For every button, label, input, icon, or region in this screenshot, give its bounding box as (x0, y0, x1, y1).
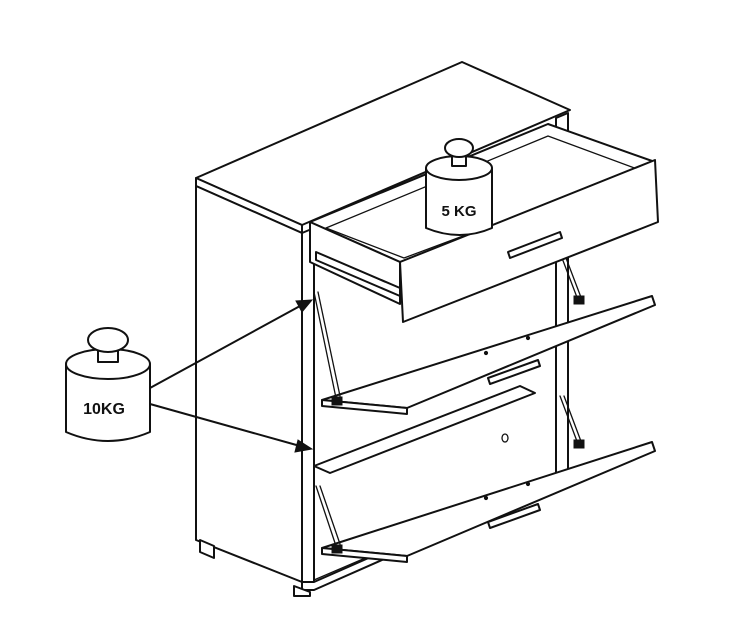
upper-shoe-flap (313, 257, 656, 415)
arrow-upper-head (295, 299, 314, 313)
drawer-weight-knob (444, 138, 474, 158)
upper-flap-screw-1 (483, 350, 489, 356)
upper-hinge-right (573, 295, 585, 305)
lower-flap-handle (487, 503, 541, 529)
upper-hinge-left (331, 396, 343, 406)
cabinet-foot-left (199, 539, 215, 559)
flap-weight-knob (87, 327, 129, 353)
cabinet-left-front-edge (301, 227, 315, 583)
lower-flap-strut-right-2 (563, 395, 583, 445)
cabinet-left-side (195, 185, 303, 583)
drawer-runner-track (329, 257, 386, 283)
lower-flap-screw-1 (483, 495, 489, 501)
lower-hinge-left (331, 544, 343, 554)
upper-flap-screw-2 (525, 335, 531, 341)
lower-flap-edge (321, 547, 408, 563)
flap-weight-label: 10KG (83, 401, 125, 418)
flap-weight-body (65, 363, 151, 442)
arrow-lower-head (294, 439, 314, 453)
upper-flap-handle (487, 359, 541, 385)
upper-flap-strut-left (313, 291, 337, 399)
cabinet-shelf (313, 385, 536, 474)
load-arrows (149, 299, 314, 453)
drawer-front (399, 159, 659, 323)
upper-flap-panel (321, 295, 656, 409)
upper-flap-strut-right-2 (565, 257, 583, 301)
drawer-weight-body (425, 167, 493, 236)
upper-flap-strut-right (561, 257, 579, 301)
drawer-weight-label: 5 KG (441, 203, 476, 220)
drawer-weight: 5 KG (425, 138, 493, 236)
drawer (309, 123, 659, 323)
drawer-handle (507, 231, 563, 259)
lower-shoe-flap (315, 395, 656, 563)
upper-flap-strut-left-2 (317, 291, 341, 397)
lower-flap-strut-right (559, 395, 579, 445)
lower-flap-strut-left (315, 485, 337, 547)
upper-flap-edge (321, 399, 408, 415)
arrow-upper-line (149, 305, 301, 389)
cabinet-foot-front (293, 585, 311, 597)
lower-hinge-right (573, 439, 585, 449)
lower-flap-panel (321, 441, 656, 557)
arrow-lower-line (149, 403, 301, 447)
lower-flap-screw-2 (525, 481, 531, 487)
flap-weight: 10KG (65, 327, 151, 442)
back-panel-hole (501, 433, 509, 443)
lower-flap-strut-left-2 (319, 485, 341, 545)
